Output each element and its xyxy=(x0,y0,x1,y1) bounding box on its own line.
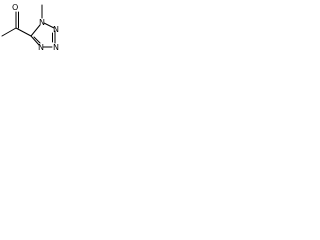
atom-label-ring-n4: N xyxy=(38,43,44,52)
atom-label-carbonyl-oxygen: O xyxy=(12,3,18,12)
bond-methyl-carbonyl xyxy=(1,27,17,37)
bond-c5-n4-inner xyxy=(33,36,41,44)
atom-label-ring-n2: N xyxy=(53,25,59,34)
atom-label-ring-n1: N xyxy=(39,18,45,27)
chemical-structure: O N N N N xyxy=(1,3,59,52)
atom-label-ring-n3: N xyxy=(53,43,59,52)
bond-c5-n1 xyxy=(30,24,41,37)
bond-n1-n2 xyxy=(43,22,55,29)
bond-n4-c5 xyxy=(30,35,40,46)
bond-carbonyl-ring xyxy=(15,27,32,37)
